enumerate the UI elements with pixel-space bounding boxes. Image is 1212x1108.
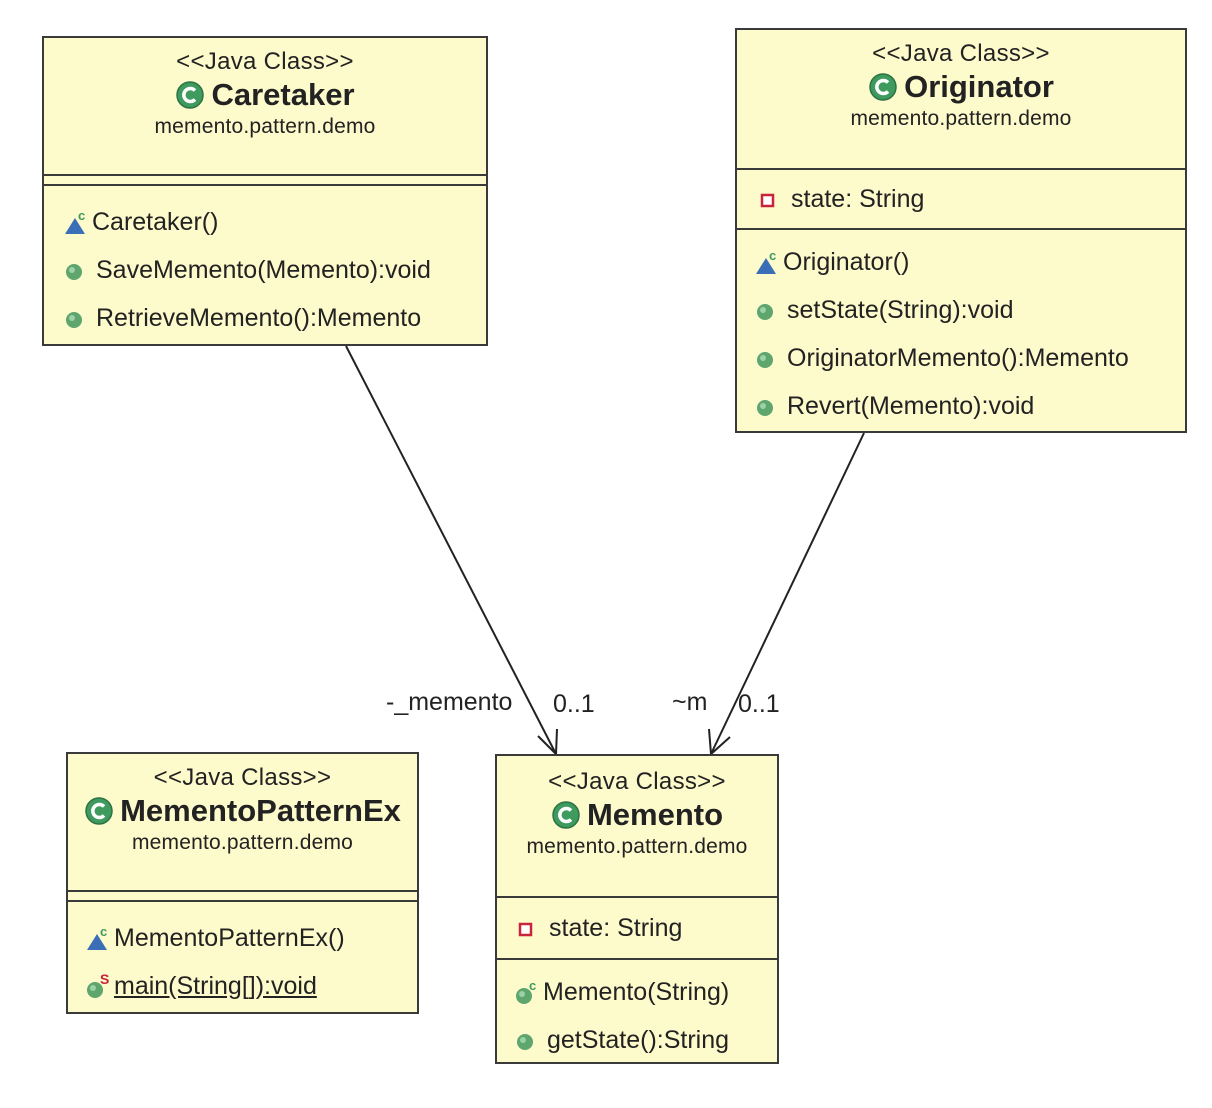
class-originator[interactable]: <<Java Class>> Originator memento.patter… bbox=[735, 28, 1187, 433]
operation-row[interactable]: c Originator() bbox=[755, 238, 1185, 286]
operation-row[interactable]: c MementoPatternEx() bbox=[86, 914, 417, 962]
operation-row[interactable]: c Memento(String) bbox=[515, 968, 777, 1016]
static-method-icon: S bbox=[86, 971, 110, 1000]
public-method-dot-icon bbox=[64, 304, 88, 332]
public-method-dot-icon bbox=[64, 256, 88, 284]
stereotype-label: <<Java Class>> bbox=[872, 40, 1050, 67]
operation-row[interactable]: c Caretaker() bbox=[64, 198, 486, 246]
operation-row[interactable]: OriginatorMemento():Memento bbox=[755, 334, 1185, 382]
assoc-caretaker-multiplicity-label: 0..1 bbox=[553, 690, 595, 718]
class-memento[interactable]: <<Java Class>> Memento memento.pattern.d… bbox=[495, 754, 779, 1064]
class-name: MementoPatternEx bbox=[68, 792, 417, 830]
class-caretaker[interactable]: <<Java Class>> Caretaker memento.pattern… bbox=[42, 36, 488, 346]
package-label: memento.pattern.demo bbox=[850, 107, 1072, 130]
public-method-dot-icon bbox=[755, 344, 779, 372]
svg-text:c: c bbox=[100, 924, 107, 939]
attribute-row[interactable]: state: String bbox=[517, 898, 777, 958]
operation-row[interactable]: SaveMemento(Memento):void bbox=[64, 246, 486, 294]
stereotype-label: <<Java Class>> bbox=[548, 768, 726, 795]
assoc-originator-multiplicity-label: 0..1 bbox=[738, 690, 780, 718]
class-c-icon bbox=[552, 801, 580, 829]
operation-row[interactable]: Revert(Memento):void bbox=[755, 382, 1185, 430]
private-field-square-icon bbox=[517, 914, 541, 942]
stereotype-label: <<Java Class>> bbox=[153, 764, 332, 791]
public-method-dot-icon bbox=[755, 296, 779, 324]
stereotype-label: <<Java Class>> bbox=[176, 48, 354, 75]
public-method-dot-icon bbox=[755, 392, 779, 420]
operation-row[interactable]: RetrieveMemento():Memento bbox=[64, 294, 486, 342]
class-name: Originator bbox=[737, 68, 1185, 106]
svg-text:c: c bbox=[769, 248, 776, 263]
constructor-triangle-icon: c bbox=[755, 248, 779, 276]
private-field-square-icon bbox=[759, 185, 783, 213]
package-label: memento.pattern.demo bbox=[526, 835, 748, 858]
assoc-caretaker-memento-line bbox=[345, 345, 557, 755]
class-c-icon bbox=[869, 73, 897, 101]
class-name: Caretaker bbox=[44, 76, 486, 114]
class-name: Memento bbox=[497, 796, 777, 834]
class-c-icon bbox=[85, 797, 113, 825]
assoc-caretaker-role-label: -_memento bbox=[386, 688, 513, 716]
attribute-row[interactable]: state: String bbox=[759, 170, 1185, 228]
operation-row[interactable]: getState():String bbox=[515, 1016, 777, 1064]
package-label: memento.pattern.demo bbox=[154, 115, 376, 138]
constructor-triangle-icon: c bbox=[64, 208, 88, 236]
svg-text:S: S bbox=[100, 972, 109, 987]
constructor-triangle-icon: c bbox=[86, 924, 110, 952]
public-method-dot-icon bbox=[515, 1026, 539, 1054]
svg-text:c: c bbox=[78, 208, 85, 223]
constructor-icon: c bbox=[515, 978, 539, 1006]
operation-row[interactable]: setState(String):void bbox=[755, 286, 1185, 334]
operation-row[interactable]: S main(String[]):void bbox=[86, 962, 417, 1010]
package-label: memento.pattern.demo bbox=[131, 831, 354, 854]
svg-text:c: c bbox=[529, 978, 536, 993]
class-c-icon bbox=[176, 81, 205, 109]
assoc-originator-role-label: ~m bbox=[672, 688, 708, 716]
assoc-originator-memento-line bbox=[710, 432, 865, 755]
class-memento-pattern-ex[interactable]: <<Java Class>> MementoPatternEx memento.… bbox=[66, 752, 419, 1014]
